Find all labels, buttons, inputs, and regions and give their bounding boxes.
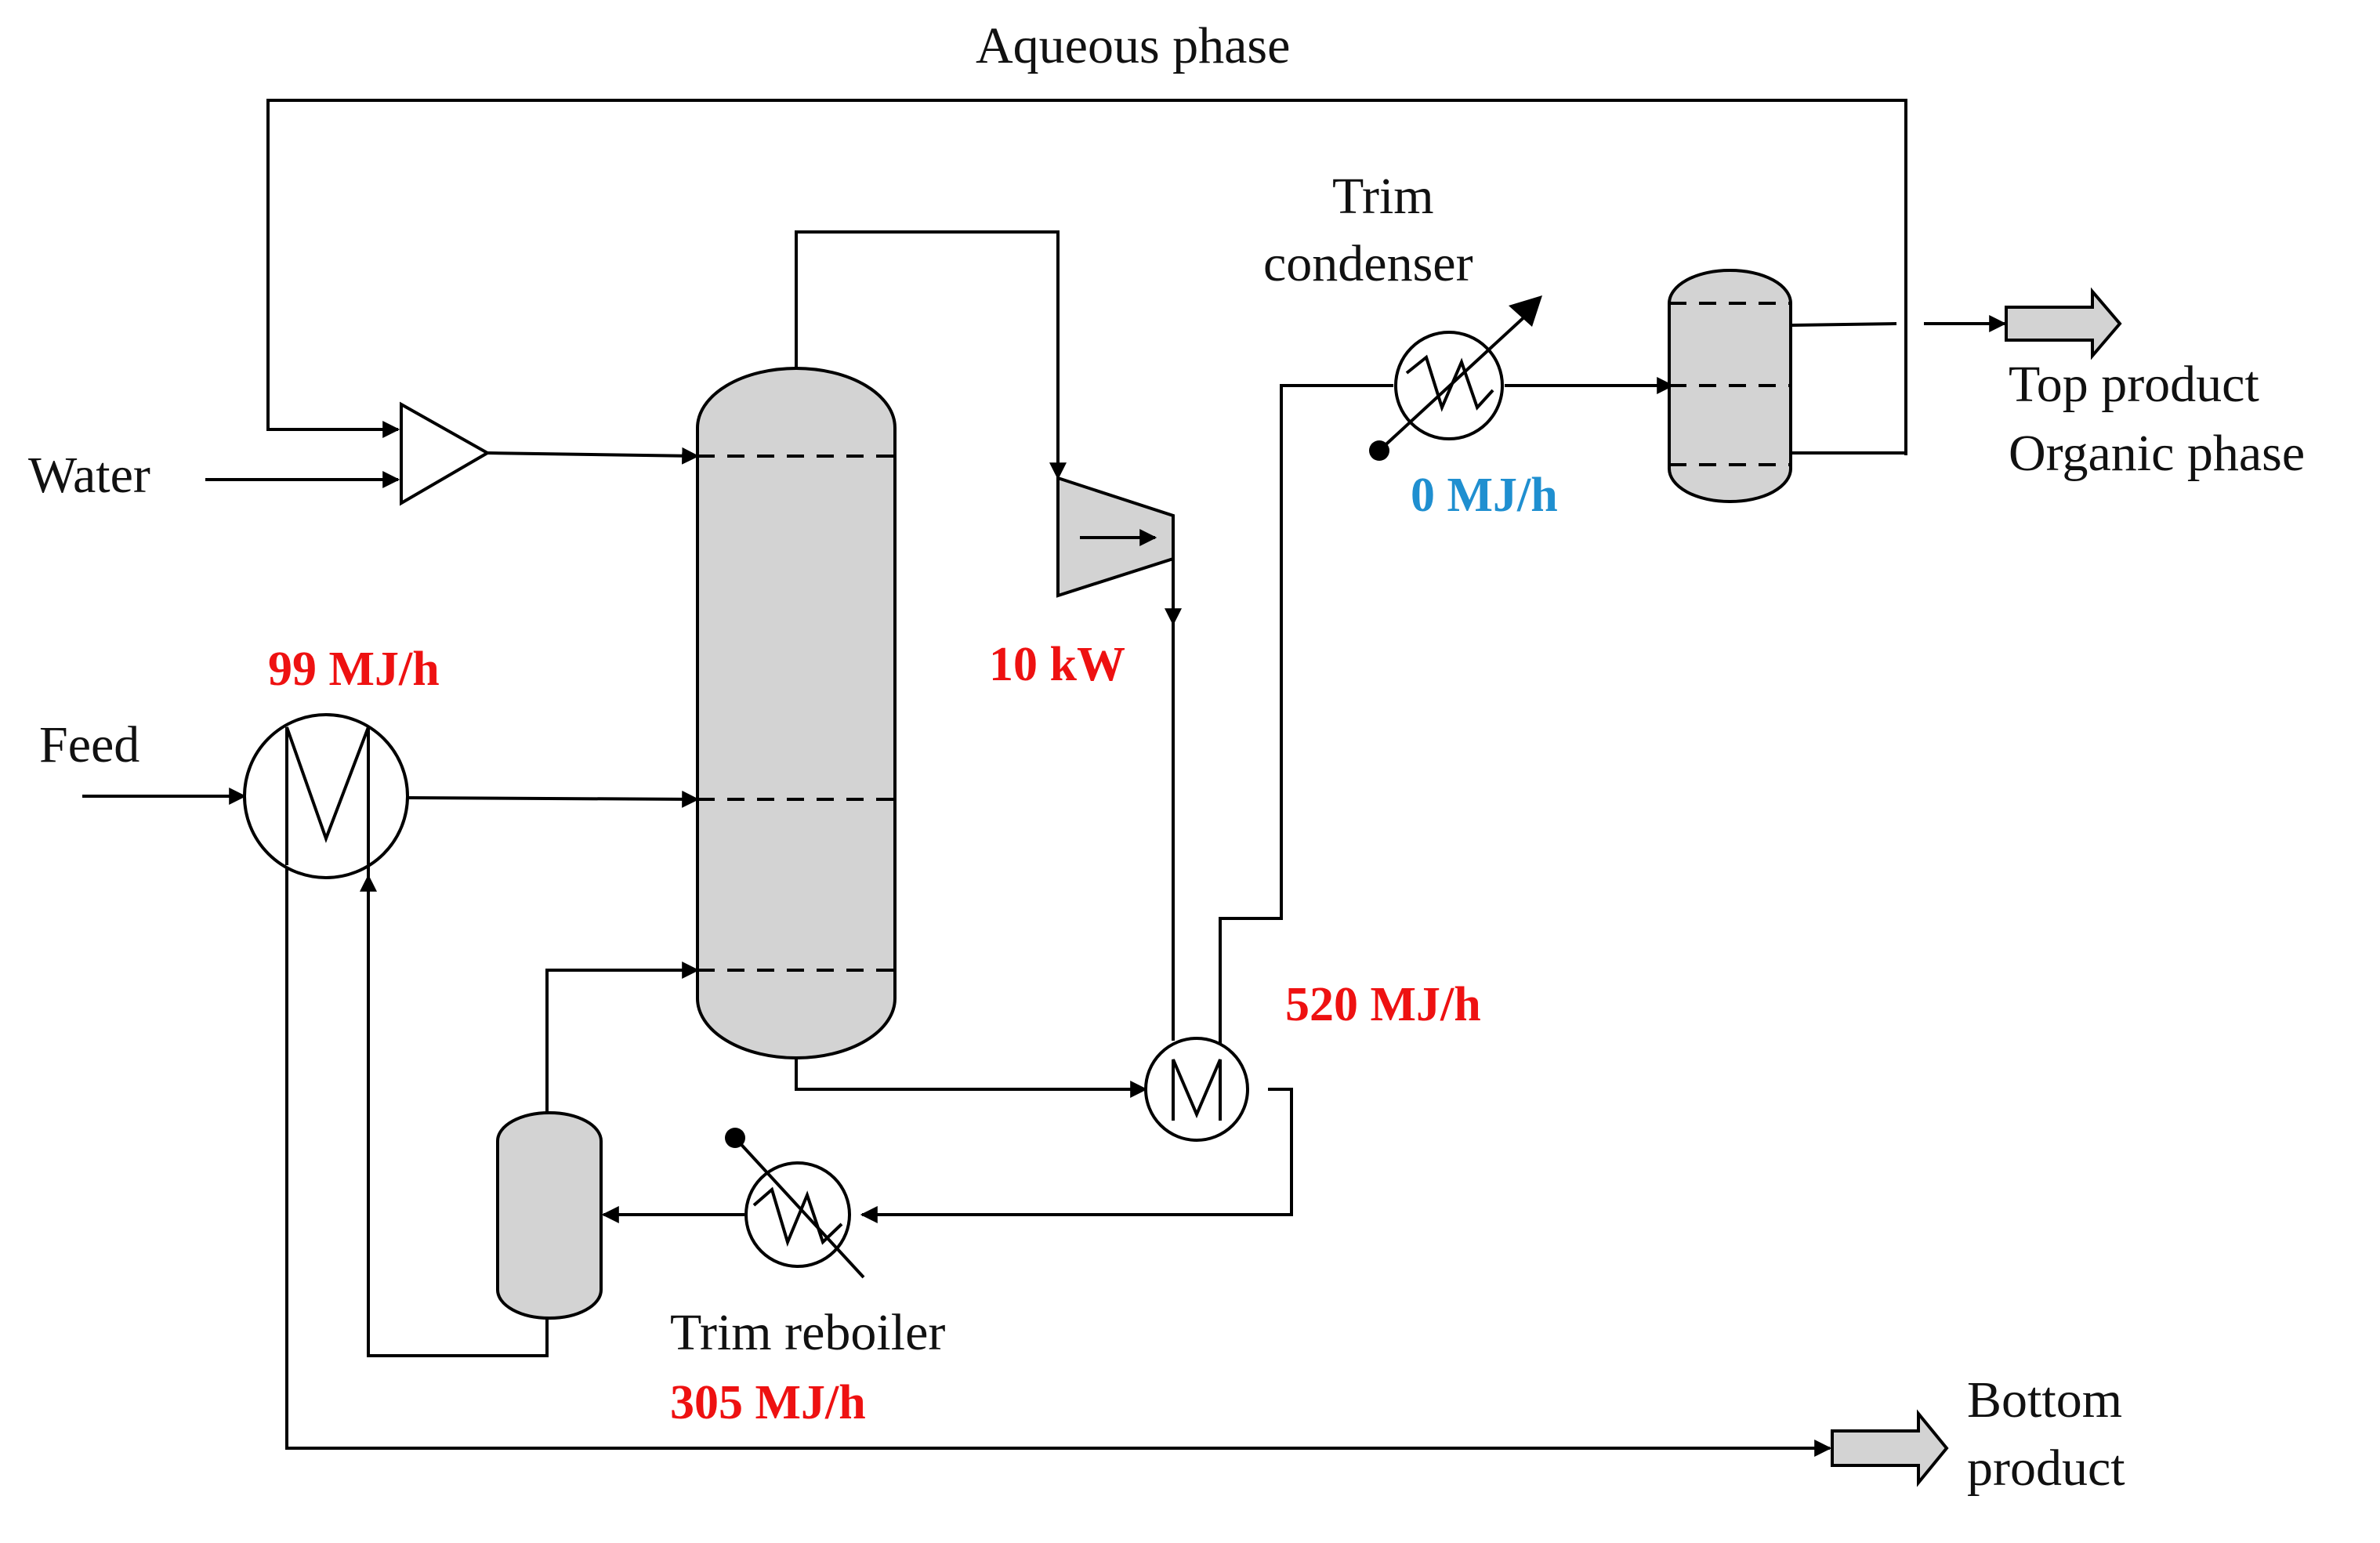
reboiler-exchanger — [1144, 1037, 1249, 1142]
feed-heater-duty: 99 MJ/h — [268, 643, 440, 696]
aqueous-recycle-line — [266, 99, 1907, 455]
mixer — [400, 401, 491, 506]
trim-condenser-label-2: condenser — [1263, 235, 1473, 292]
column-bottoms-line — [795, 1050, 1148, 1098]
trim-condenser-duty: 0 MJ/h — [1411, 469, 1558, 522]
feed-heater — [243, 713, 409, 879]
reboiler-exchanger-outlet-line — [860, 1088, 1293, 1223]
compressor-power: 10 kW — [989, 638, 1125, 691]
overhead-vapor-line — [795, 230, 1067, 480]
condensate-to-trim-condenser-line — [1219, 384, 1393, 1050]
flash-drum — [496, 1111, 603, 1320]
mixer-outlet-line — [487, 447, 700, 465]
flash-vapor-return-line — [545, 962, 700, 1113]
compressor — [1056, 476, 1175, 598]
bottom-product-label: Bottom — [1967, 1371, 2122, 1429]
feed-label: Feed — [39, 716, 139, 773]
flash-liquid-line — [360, 874, 549, 1357]
trim-reboiler-duty: 305 MJ/h — [670, 1376, 866, 1429]
trim-reboiler-label: Trim reboiler — [670, 1304, 945, 1361]
bottom-product-arrow-icon — [1831, 1409, 1949, 1487]
organic-phase-label: Organic phase — [2009, 425, 2305, 482]
feed-heater-outlet-line — [407, 790, 700, 808]
trim-condenser — [1369, 295, 1542, 461]
top-product-arrow-icon — [2005, 287, 2122, 360]
bottom-product-line — [285, 865, 1832, 1457]
top-product-label: Top product — [2009, 356, 2259, 413]
decanter-organic-line — [1790, 322, 1897, 327]
water-label: Water — [28, 447, 150, 504]
distillation-column — [696, 367, 897, 1059]
trim-condenser-label: Trim — [1332, 168, 1434, 225]
trim-reboiler — [725, 1128, 865, 1279]
bottom-product-label-2: product — [1967, 1440, 2125, 1497]
reboiler-exchanger-duty: 520 MJ/h — [1285, 978, 1481, 1031]
decanter — [1668, 269, 1792, 503]
aqueous-phase-label: Aqueous phase — [976, 17, 1290, 74]
